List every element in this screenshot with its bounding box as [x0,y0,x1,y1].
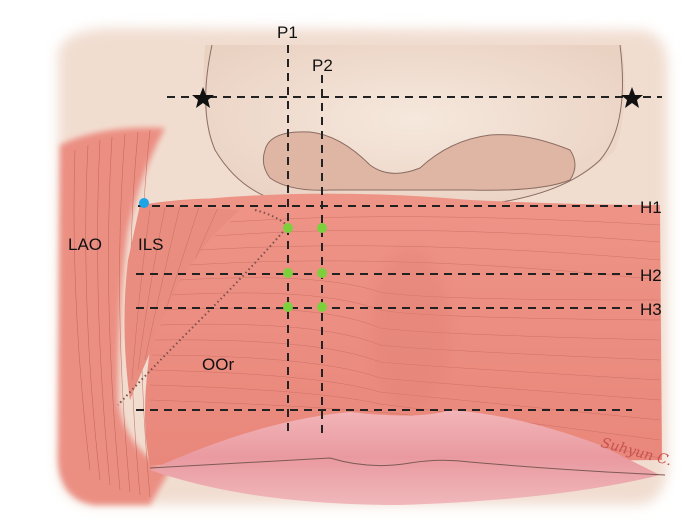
label-ils: ILS [138,235,164,254]
label-p1: P1 [277,23,298,42]
injection-points [283,223,327,312]
label-h3: H3 [640,300,662,319]
star-icon-left [192,87,214,108]
point-p1-h1 [283,223,293,233]
guide-lines [136,45,662,436]
label-oor: OOr [202,355,234,374]
label-h2: H2 [640,266,662,285]
label-lao: LAO [68,235,102,254]
point-p2-h2 [317,268,327,278]
upper-lip [149,410,666,505]
lao-muscle [58,127,170,505]
alar-stars [192,87,643,108]
nostril [262,131,576,191]
label-p2: P2 [312,56,333,75]
point-p1-h2 [283,268,293,278]
point-p1-h3 [283,302,293,312]
nose [203,44,625,210]
point-p2-h1 [317,223,327,233]
point-p2-h3 [317,302,327,312]
ils-insertion-point [139,198,149,208]
star-icon-right [621,87,643,108]
label-h1: H1 [640,198,662,217]
